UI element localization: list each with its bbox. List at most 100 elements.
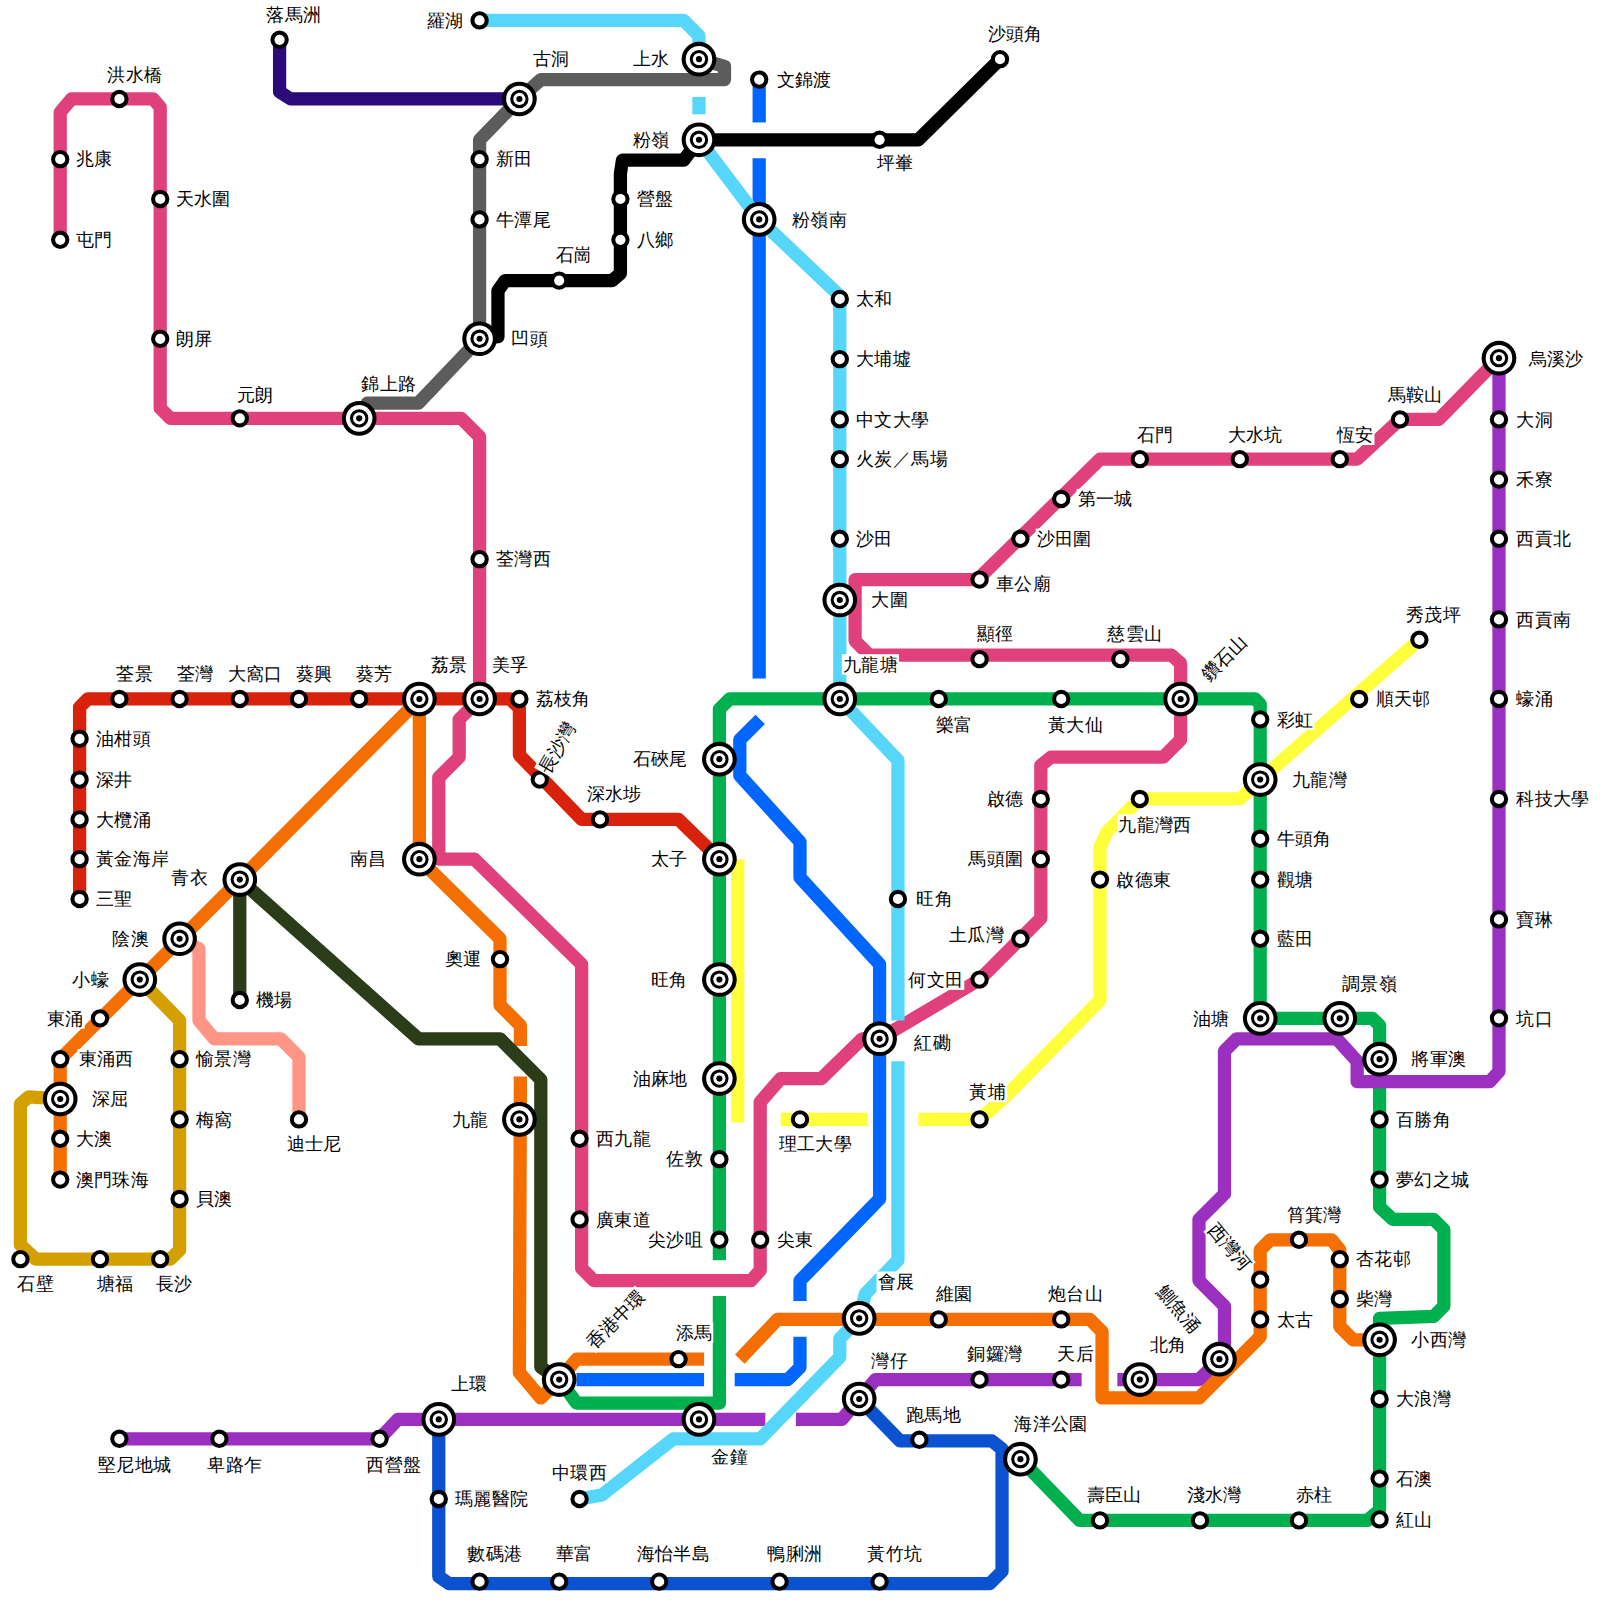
interchange-symbol [1163,682,1198,717]
interchange-ring [413,693,425,705]
station-dot [793,1112,807,1126]
station-dot [1372,1471,1386,1485]
interchange-symbol [702,842,737,877]
interchange-symbol [502,1102,537,1137]
interchange-ring [1210,1350,1228,1368]
interchange-ring [1251,770,1269,788]
rail-line [233,880,246,1000]
station-name: 淺水灣 [1186,1485,1243,1505]
station-dot [613,192,627,206]
station-name: 荔景 [430,654,469,674]
interchange-dot [1377,1337,1383,1343]
interchange-dot [716,856,722,862]
interchange-ring [410,850,428,868]
interchange-ring [1493,352,1505,364]
interchange-ring [1373,1053,1385,1065]
station-dot [993,52,1007,66]
interchange-ring [834,594,846,606]
station-name: 瑪麗醫院 [454,1489,530,1509]
station-name: 塘福 [96,1274,135,1294]
interchange-ring [131,970,149,988]
interchange-ring [406,846,433,873]
interchange-ring [853,1393,865,1405]
station-name: 火炭／馬場 [855,449,949,469]
station-dot [872,133,886,147]
station-name: 黃金海岸 [95,849,171,869]
interchange-ring [1247,766,1274,793]
station-name: 上水 [632,49,671,69]
station-name: 禾寮 [1515,469,1554,489]
station-dot [172,1192,186,1206]
interchange-ring [402,682,437,717]
station-name: 兆康 [74,149,113,169]
interchange-ring [1331,1009,1349,1027]
station-name: 藍田 [1276,929,1315,949]
station-name: 黃竹坑 [866,1544,923,1564]
station-dot [972,972,986,986]
interchange-dot [877,1036,883,1042]
station-name: 夢幻之城 [1395,1169,1471,1189]
station-name: 小蠔 [71,969,110,989]
station-name: 東涌西 [78,1049,135,1069]
station-name: 華富 [555,1544,594,1564]
station-dot [753,1233,767,1247]
interchange-ring [502,82,537,117]
interchange-ring [702,742,737,777]
station-dot [613,233,627,247]
station-name: 天后 [1056,1344,1095,1364]
interchange-ring [553,1373,565,1385]
station-name: 北角 [1149,1335,1188,1355]
station-name: 長沙灣 [534,718,580,778]
interchange-ring [842,1382,877,1417]
interchange-ring [1174,693,1186,705]
station-dot [72,812,86,826]
station-name: 炮台山 [1047,1284,1104,1304]
interchange-ring [227,866,254,893]
interchange-dot [1017,1456,1023,1462]
station-dot [1492,532,1506,546]
station-name: 葵芳 [355,663,394,683]
interchange-ring [1003,1442,1038,1477]
station-dot [172,1112,186,1126]
interchange-symbol [43,1082,78,1117]
station-dot [233,692,247,706]
station-dot [593,812,607,826]
station-name: 添馬 [674,1323,713,1343]
station-dot [1233,452,1247,466]
interchange-dot [1216,1356,1222,1362]
station-name: 彩虹 [1276,709,1315,729]
station-name: 黃埔 [968,1082,1007,1102]
station-name: 牛頭角 [1276,829,1333,849]
station-name: 理工大學 [778,1134,854,1154]
station-dot [1492,912,1506,926]
interchange-ring [846,1386,873,1413]
interchange-ring [866,1026,893,1053]
rail-line [180,939,299,1120]
interchange-ring [413,853,425,865]
station-dot [212,1432,226,1446]
station-name: 太子 [650,849,689,869]
station-dot [1372,1172,1386,1186]
interchange-ring [1014,1453,1026,1465]
station-dot [1253,712,1267,726]
station-name: 大埔墟 [855,349,912,369]
interchange-dot [756,216,762,222]
interchange-ring [1206,1346,1233,1373]
station-dot [833,352,847,366]
station-dot [833,412,847,426]
station-name: 蠔涌 [1515,689,1554,709]
station-dot [93,1011,107,1025]
interchange-ring [506,86,533,113]
interchange-ring [502,1102,537,1137]
station-name: 科技大學 [1515,789,1591,809]
interchange-ring [1134,1373,1146,1385]
interchange-ring [1163,682,1198,717]
interchange-dot [477,696,483,702]
rail-line [692,97,705,114]
station-name: 石硤尾 [632,749,689,769]
station-name: 銅鑼灣 [966,1344,1023,1364]
interchange-ring [1254,773,1266,785]
interchange-symbol [862,1021,897,1056]
station-name: 粉嶺 [632,130,671,150]
station-name: 洪水橋 [106,64,163,84]
